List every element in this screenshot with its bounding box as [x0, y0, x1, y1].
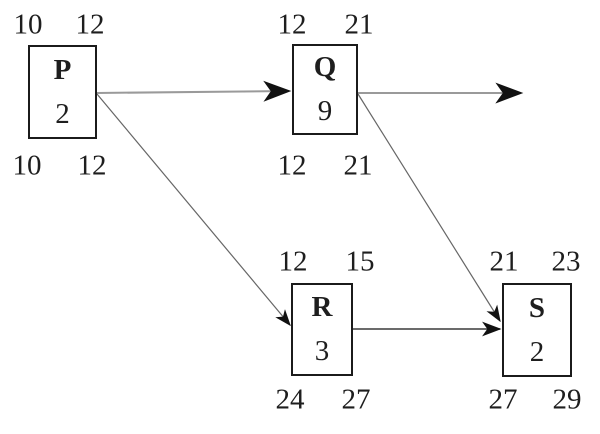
node-Q-earliest-finish: 21 — [344, 8, 374, 41]
node-S-earliest-finish: 23 — [551, 245, 581, 278]
node-R-duration: 3 — [314, 335, 330, 367]
node-Q-latest-finish: 21 — [343, 149, 373, 182]
node-Q-box: Q 9 — [292, 44, 358, 135]
node-S-earliest-start: 21 — [489, 245, 519, 278]
node-S-latest-finish: 29 — [552, 383, 582, 416]
node-P-label: P — [53, 53, 72, 86]
node-P-earliest-finish: 12 — [75, 8, 105, 41]
node-S-duration: 2 — [529, 335, 545, 368]
edge-P-R-arrow — [96, 93, 291, 327]
node-R-earliest-start: 12 — [278, 245, 308, 278]
node-Q-label: Q — [313, 51, 337, 83]
node-Q-latest-start: 12 — [277, 149, 307, 182]
node-P-duration: 2 — [55, 97, 70, 130]
node-P-earliest-start: 10 — [13, 8, 43, 41]
node-P-latest-start: 10 — [12, 149, 42, 182]
node-Q-duration: 9 — [317, 95, 333, 127]
edge-Q-S-arrow — [357, 93, 501, 323]
node-P-box: P 2 — [28, 45, 97, 139]
edge-P-Q-arrow — [96, 80, 292, 102]
node-R-earliest-finish: 15 — [345, 245, 375, 278]
node-Q-earliest-start: 12 — [277, 8, 307, 41]
node-R-latest-finish: 27 — [341, 383, 371, 416]
node-S-label: S — [528, 291, 546, 324]
node-S-box: S 2 — [502, 283, 572, 377]
node-S-latest-start: 27 — [488, 383, 518, 416]
node-R-box: R 3 — [291, 283, 353, 376]
node-R-label: R — [311, 291, 333, 323]
node-P-latest-finish: 12 — [77, 149, 107, 182]
node-R-latest-start: 24 — [275, 383, 305, 416]
